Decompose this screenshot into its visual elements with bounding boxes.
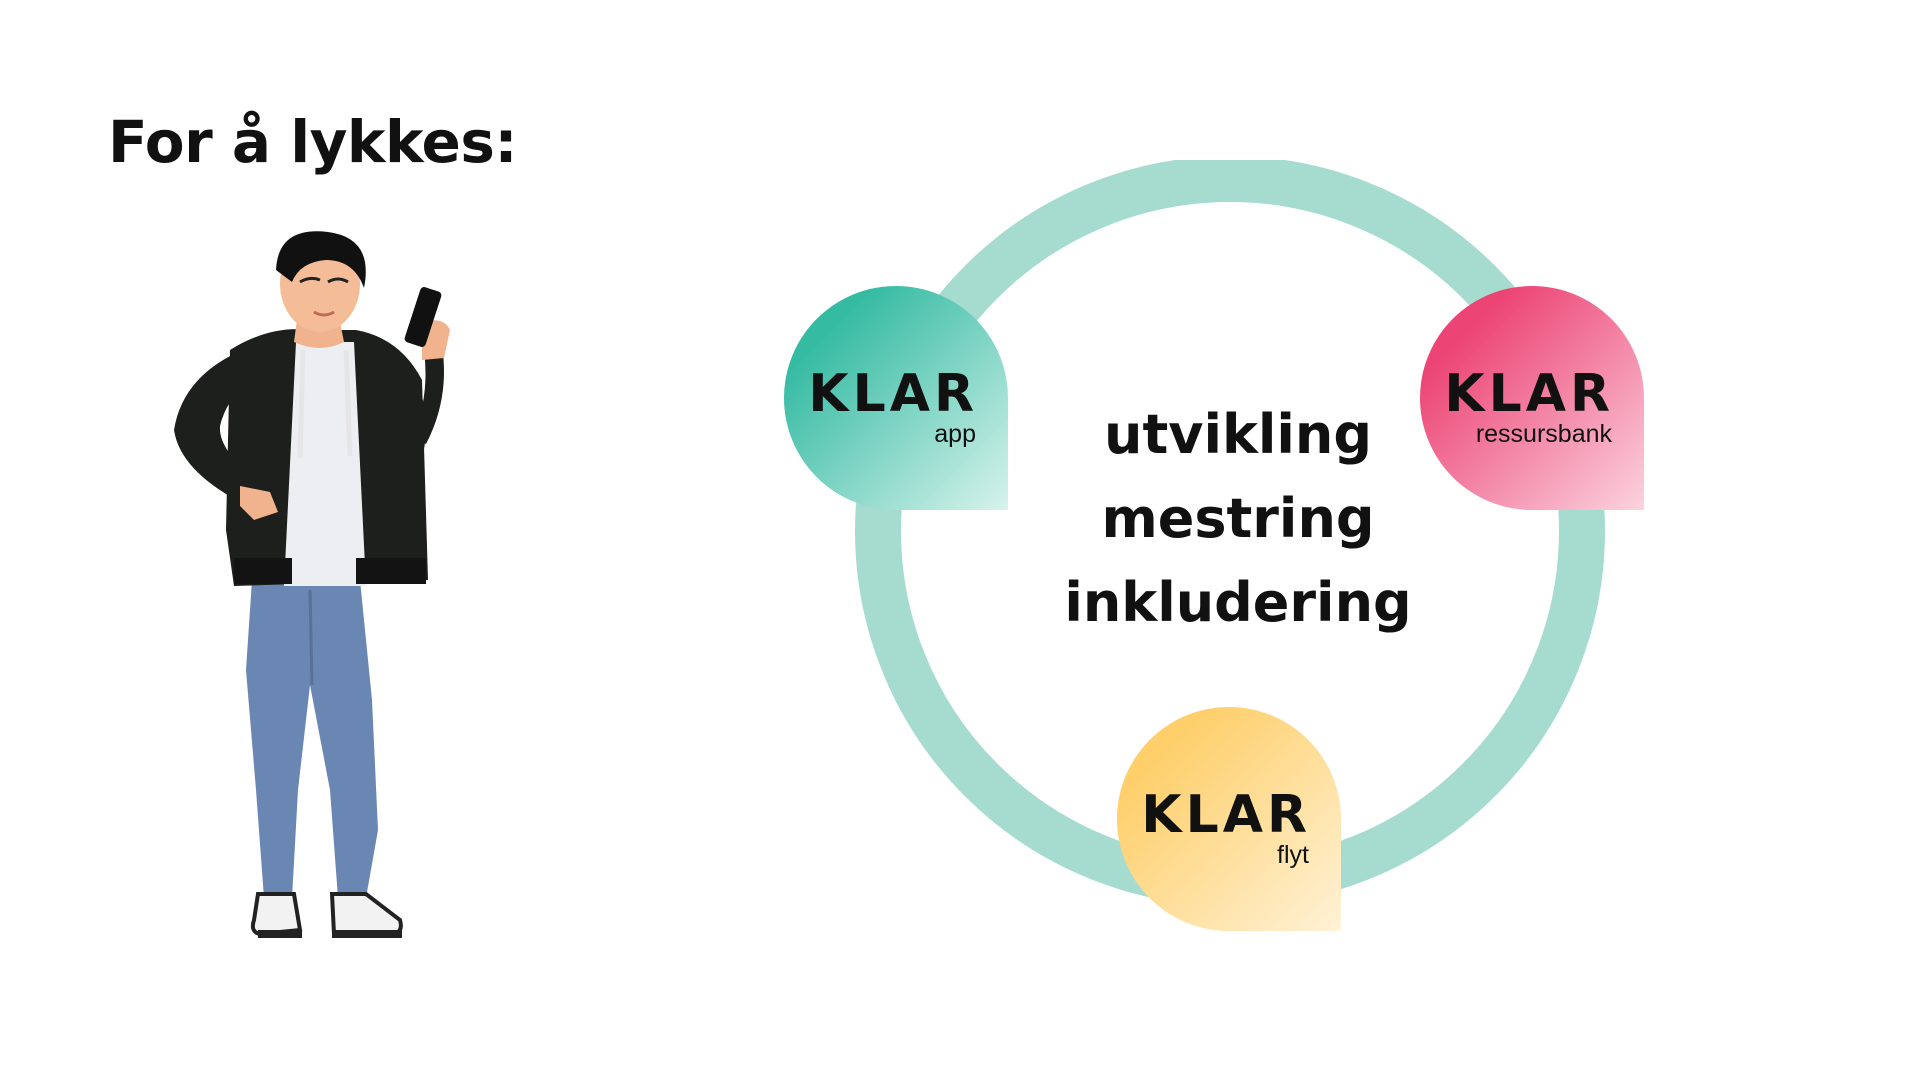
badge-sub-label: app xyxy=(934,420,976,448)
person-with-phone-icon xyxy=(174,231,450,938)
badge-brand: KLAR xyxy=(1141,785,1311,845)
badge-sub-label: flyt xyxy=(1277,841,1309,869)
page-title: For å lykkes: xyxy=(108,108,518,176)
center-values: utvikling mestring inkludering xyxy=(1028,393,1448,645)
badge-klar-app: KLAR app xyxy=(784,286,1008,510)
badge-brand: KLAR xyxy=(1444,364,1614,424)
badge-klar-ressursbank: KLAR ressursbank xyxy=(1420,286,1644,510)
center-line-mestring: mestring xyxy=(1101,487,1375,550)
badge-brand: KLAR xyxy=(808,364,978,424)
center-line-inkludering: inkludering xyxy=(1064,571,1412,634)
center-line-utvikling: utvikling xyxy=(1104,403,1372,466)
badge-klar-flyt: KLAR flyt xyxy=(1117,707,1341,931)
badge-sub-label: ressursbank xyxy=(1475,420,1612,448)
